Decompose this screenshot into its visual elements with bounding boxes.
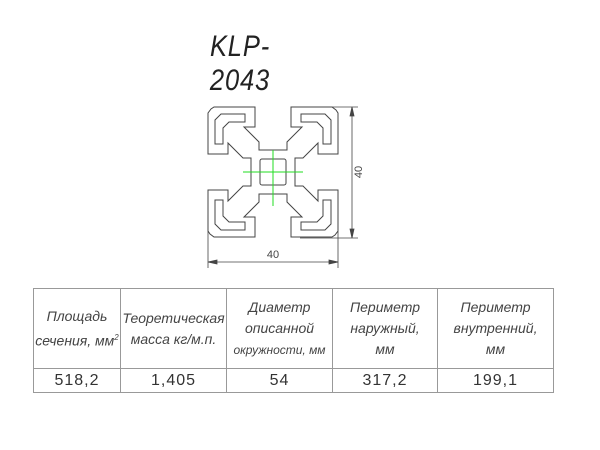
table-row: 518,2 1,405 54 317,2 199,1 [33,368,554,393]
value-diameter: 54 [226,368,333,393]
profile-title: KLP-2043 [209,30,271,97]
corner-cavity [214,113,246,145]
value-outer-perimeter: 317,2 [332,368,438,393]
value-area: 518,2 [33,368,121,393]
corner-cavity [214,199,246,231]
width-label: 40 [267,249,279,261]
dimension-width: 40 [207,215,339,268]
dimension-height: 40 [300,106,365,239]
corner-cavity [300,113,332,145]
value-mass: 1,405 [120,368,227,393]
corner-cavity [300,199,332,231]
value-inner-perimeter: 199,1 [437,368,554,393]
centerlines [243,150,303,206]
height-label: 40 [353,166,365,178]
